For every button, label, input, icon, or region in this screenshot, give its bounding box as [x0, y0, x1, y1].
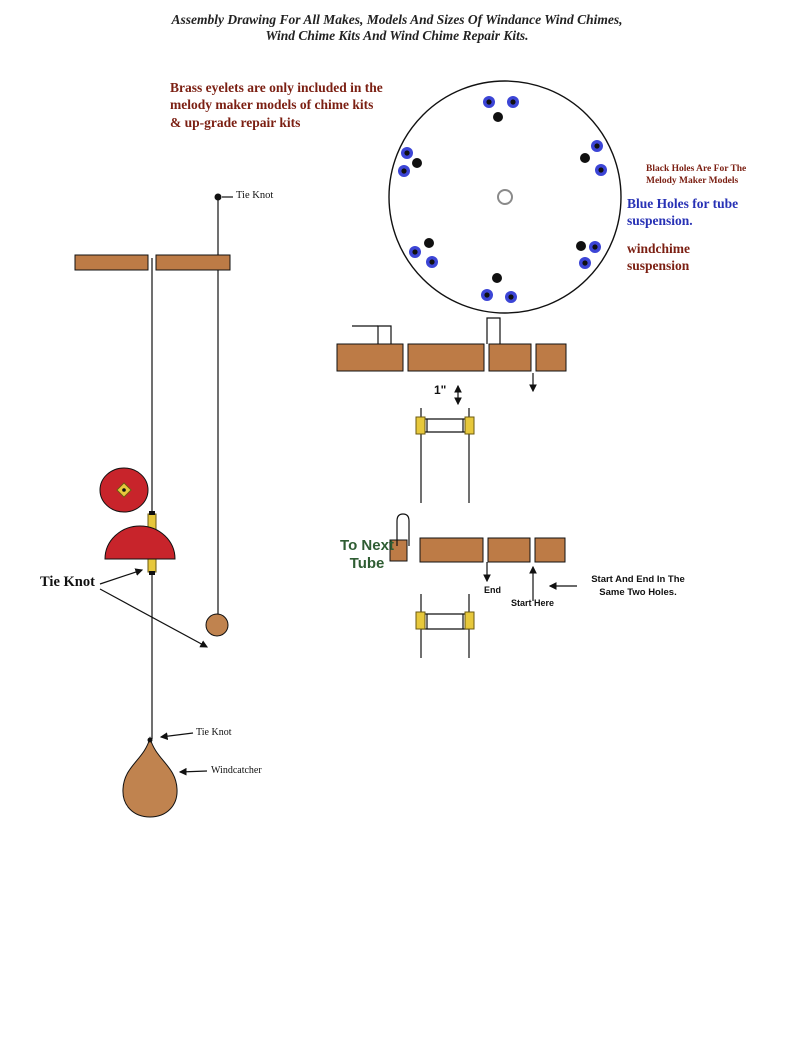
- blue-hole-center: [401, 168, 407, 174]
- rail-segment: [419, 537, 484, 563]
- support-bar-left: [74, 254, 149, 271]
- black-hole: [492, 273, 502, 283]
- blue-hole-center: [598, 167, 604, 173]
- rail-segment: [487, 537, 531, 563]
- brass-eyelet: [464, 611, 475, 630]
- rail-segment: [336, 343, 404, 372]
- title-line-2: Wind Chime Kits And Wind Chime Repair Ki…: [265, 28, 529, 43]
- string-staple-right: [486, 317, 501, 344]
- black-hole: [493, 112, 503, 122]
- windcatcher-arrow: [178, 767, 208, 776]
- rail-segment: [407, 343, 485, 372]
- tie-knot-arrow-1: [99, 568, 144, 585]
- blue-hole-center: [508, 294, 514, 300]
- support-bar-right: [155, 254, 231, 271]
- windcatcher-label: Windcatcher: [211, 765, 262, 776]
- blue-hole-center: [484, 292, 490, 298]
- blue-hole-center: [594, 143, 600, 149]
- blue-hole-center: [412, 249, 418, 255]
- brass-eyelet: [464, 416, 475, 435]
- hanging-assembly: [74, 193, 233, 818]
- tube-stringing-detail: [389, 513, 577, 658]
- black-hole: [576, 241, 586, 251]
- string-loop-to-next-tube: [396, 513, 410, 546]
- black-hole: [412, 158, 422, 168]
- disc-holes: [398, 96, 607, 303]
- blue-hole-center: [510, 99, 516, 105]
- rod-cap-top: [149, 511, 155, 515]
- brass-eyelet: [415, 416, 426, 435]
- tie-knot-dot-bottom: [147, 737, 153, 743]
- tie-knot-label-main: Tie Knot: [40, 574, 95, 590]
- title-line-1: Assembly Drawing For All Makes, Models A…: [171, 12, 623, 27]
- rail-segment: [534, 537, 566, 563]
- center-hole: [497, 189, 513, 205]
- tie-knot-label-top: Tie Knot: [236, 190, 274, 201]
- rail-segment: [488, 343, 532, 372]
- black-holes-note: Black Holes Are For The Melody Maker Mod…: [646, 164, 747, 187]
- to-next-tube-label: To Next Tube: [340, 537, 394, 572]
- brass-eyelet: [415, 611, 426, 630]
- blue-hole-center: [429, 259, 435, 265]
- eyelet-hole: [122, 488, 126, 492]
- brass-eyelets-note: Brass eyelets are only included in the m…: [170, 80, 383, 130]
- striker-dome: [104, 525, 176, 560]
- blue-hole-center: [582, 260, 588, 266]
- start-here-label: Start Here: [511, 598, 555, 608]
- suspension-disc: [388, 80, 622, 314]
- string-staple-left: [377, 325, 392, 344]
- tie-knot-bottom-arrow: [159, 732, 194, 741]
- gap-measurement-label: 1": [434, 383, 447, 397]
- rail-segment: [535, 343, 567, 372]
- wood-bead: [205, 613, 229, 637]
- windchime-suspension-note: windchime suspension: [627, 241, 691, 273]
- tie-knot-arrow-2: [99, 588, 209, 648]
- blue-hole-center: [486, 99, 492, 105]
- rod-cap-bottom: [149, 571, 155, 575]
- blue-hole-center: [592, 244, 598, 250]
- windcatcher-shape: [122, 736, 178, 818]
- rail-end-piece: [389, 539, 408, 562]
- tie-knot-dot-top: [214, 193, 222, 201]
- same-holes-note: Start And End In The Same Two Holes.: [591, 574, 685, 598]
- black-hole: [424, 238, 434, 248]
- tube-suspension-detail: [336, 317, 567, 503]
- black-hole: [580, 153, 590, 163]
- blue-hole-center: [404, 150, 410, 156]
- end-label: End: [484, 585, 501, 595]
- blue-holes-note: Blue Holes for tube suspension.: [627, 196, 739, 228]
- tie-knot-label-bottom: Tie Knot: [196, 727, 232, 738]
